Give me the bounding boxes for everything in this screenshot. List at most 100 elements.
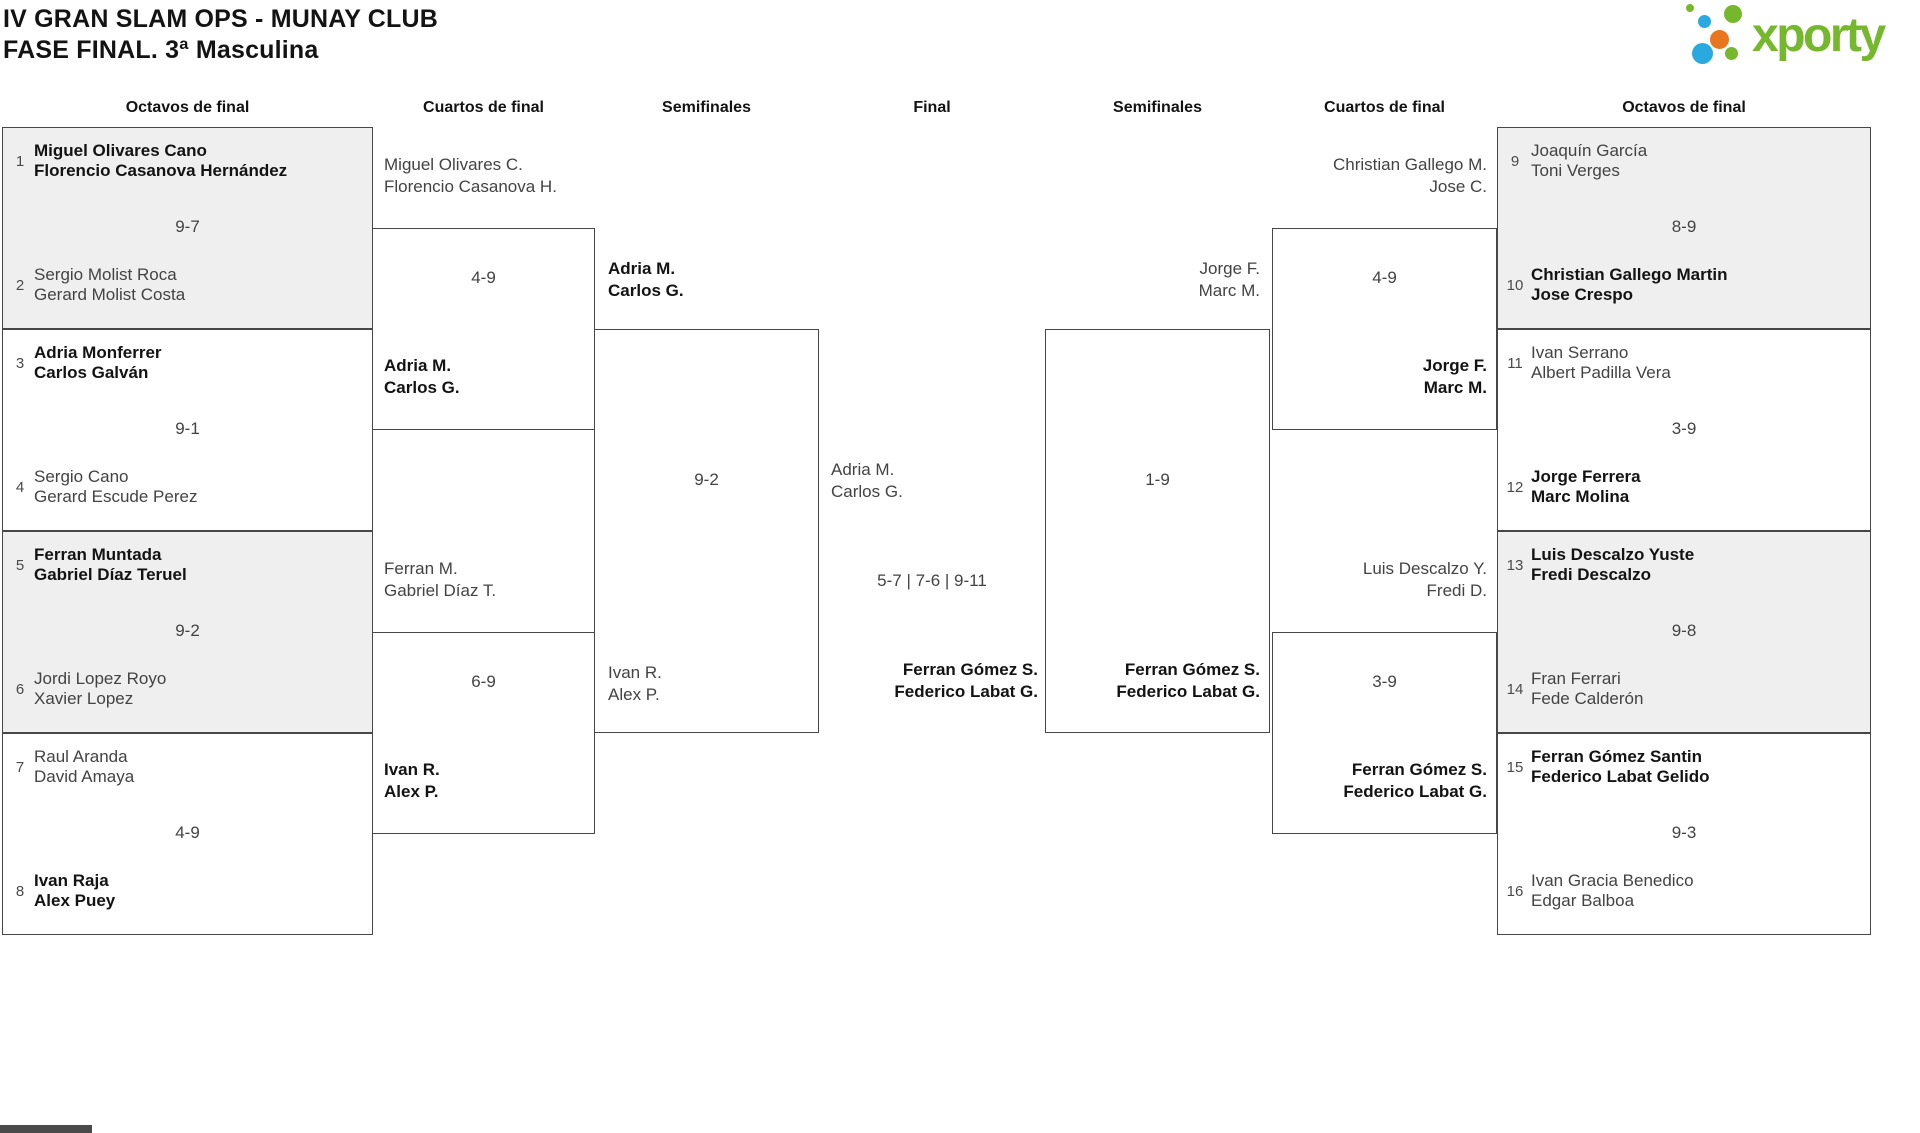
round-header: Octavos de final bbox=[125, 99, 250, 116]
match-box: 3 Adria Monferrer Carlos Galván 9-1 4 Se… bbox=[2, 329, 373, 531]
player-name: Luis Descalzo Y. bbox=[1362, 559, 1487, 578]
player-name: Toni Verges bbox=[1531, 160, 1620, 180]
player-name: Joaquín García bbox=[1531, 141, 1648, 160]
player-name: Ferran Muntada bbox=[34, 545, 162, 564]
team-label: Ferran Gómez S. Federico Labat G. bbox=[819, 659, 1038, 703]
seed-number: 11 bbox=[1507, 355, 1523, 372]
round-header: Semifinales bbox=[1113, 99, 1202, 116]
match-score: 6-9 bbox=[471, 672, 496, 691]
player-name: Jorge F. bbox=[1422, 356, 1487, 375]
team-names: Luis Descalzo Yuste Fredi Descalzo bbox=[1531, 545, 1694, 584]
team-label: Ivan R. Alex P. bbox=[608, 662, 662, 706]
player-name: Raul Aranda bbox=[34, 747, 128, 766]
player-name: Adria M. bbox=[384, 356, 452, 375]
match-score: 3-9 bbox=[1372, 672, 1397, 691]
player-name: Adria M. bbox=[831, 460, 895, 479]
team-label: Luis Descalzo Y. Fredi D. bbox=[1272, 558, 1487, 602]
team-names: Ferran Gómez Santin Federico Labat Gelid… bbox=[1531, 747, 1710, 786]
player-name: Ivan Serrano bbox=[1531, 343, 1629, 362]
match-box: 5 Ferran Muntada Gabriel Díaz Teruel 9-2… bbox=[2, 531, 373, 733]
logo-dot-icon bbox=[1686, 4, 1694, 12]
player-name: Ferran Gómez S. bbox=[902, 660, 1038, 679]
team-names: Miguel Olivares Cano Florencio Casanova … bbox=[34, 141, 287, 180]
tournament-name: IV GRAN SLAM OPS - MUNAY CLUB bbox=[3, 5, 438, 33]
team-label: Ferran Gómez S. Federico Labat G. bbox=[1272, 759, 1487, 803]
player-name: Sergio Cano bbox=[34, 467, 129, 486]
match-box: 11 Ivan Serrano Albert Padilla Vera 3-9 … bbox=[1497, 329, 1871, 531]
round-header: Final bbox=[913, 99, 951, 116]
team-label: Ferran Gómez S. Federico Labat G. bbox=[1045, 659, 1260, 703]
player-name: Jorge Ferrera bbox=[1531, 467, 1641, 486]
round-header: Semifinales bbox=[662, 99, 751, 116]
player-name: Gabriel Díaz Teruel bbox=[34, 564, 187, 584]
player-name: Gerard Escude Perez bbox=[34, 486, 198, 506]
bracket-connector bbox=[1045, 329, 1270, 733]
player-name: Fredi Descalzo bbox=[1531, 564, 1651, 584]
team-label: Jorge F. Marc M. bbox=[1272, 355, 1487, 399]
team-label: Adria M. Carlos G. bbox=[831, 459, 903, 503]
player-name: Alex P. bbox=[384, 782, 439, 801]
seed-number: 16 bbox=[1506, 883, 1524, 900]
team-names: Fran Ferrari Fede Calderón bbox=[1531, 669, 1643, 708]
team-label: Adria M. Carlos G. bbox=[608, 258, 684, 302]
team-label: Christian Gallego M. Jose C. bbox=[1272, 154, 1487, 198]
seed-number: 15 bbox=[1506, 759, 1524, 776]
player-name: Miguel Olivares C. bbox=[384, 155, 523, 174]
match-score: 4-9 bbox=[175, 823, 200, 842]
player-name: Jose C. bbox=[1429, 177, 1487, 196]
seed-number: 6 bbox=[15, 681, 25, 698]
logo-dot-icon bbox=[1725, 47, 1738, 60]
match-box: 13 Luis Descalzo Yuste Fredi Descalzo 9-… bbox=[1497, 531, 1871, 733]
player-name: Federico Labat G. bbox=[894, 682, 1038, 701]
player-name: Xavier Lopez bbox=[34, 688, 134, 708]
team-names: Jordi Lopez Royo Xavier Lopez bbox=[34, 669, 166, 708]
player-name: Jorge F. bbox=[1199, 259, 1260, 278]
player-name: Ivan Gracia Benedico bbox=[1531, 871, 1694, 890]
seed-number: 1 bbox=[15, 153, 25, 170]
team-names: Joaquín García Toni Verges bbox=[1531, 141, 1647, 180]
player-name: Fran Ferrari bbox=[1531, 669, 1621, 688]
player-name: Adria Monferrer bbox=[34, 343, 162, 362]
player-name: Christian Gallego Martin bbox=[1531, 265, 1728, 284]
player-name: Albert Padilla Vera bbox=[1531, 362, 1671, 382]
team-names: Sergio Cano Gerard Escude Perez bbox=[34, 467, 197, 506]
bracket-connector bbox=[1272, 632, 1497, 834]
seed-number: 12 bbox=[1506, 479, 1524, 496]
match-score: 9-2 bbox=[694, 470, 719, 489]
logo-dot-icon bbox=[1710, 30, 1729, 49]
player-name: Federico Labat Gelido bbox=[1531, 766, 1710, 786]
player-name: Fredi D. bbox=[1426, 581, 1487, 600]
bracket-connector bbox=[594, 329, 819, 733]
logo-wordmark: xporty bbox=[1752, 9, 1886, 62]
match-score: 5-7 | 7-6 | 9-11 bbox=[877, 571, 987, 590]
player-name: Fede Calderón bbox=[1531, 688, 1644, 708]
player-name: Carlos G. bbox=[608, 281, 684, 300]
seed-number: 13 bbox=[1506, 557, 1524, 574]
seed-number: 9 bbox=[1510, 153, 1520, 170]
seed-number: 3 bbox=[15, 355, 25, 372]
team-names: Adria Monferrer Carlos Galván bbox=[34, 343, 162, 382]
player-name: Ferran M. bbox=[384, 559, 458, 578]
team-names: Jorge Ferrera Marc Molina bbox=[1531, 467, 1641, 506]
round-header: Cuartos de final bbox=[1324, 99, 1445, 116]
player-name: Ferran Gómez Santin bbox=[1531, 747, 1702, 766]
team-label: Adria M. Carlos G. bbox=[384, 355, 460, 399]
player-name: Gerard Molist Costa bbox=[34, 284, 186, 304]
team-names: Raul Aranda David Amaya bbox=[34, 747, 134, 786]
seed-number: 5 bbox=[15, 557, 25, 574]
player-name: Carlos Galván bbox=[34, 362, 149, 382]
logo-dot-icon bbox=[1692, 43, 1713, 64]
team-label: Miguel Olivares C. Florencio Casanova H. bbox=[384, 154, 557, 198]
player-name: Jordi Lopez Royo bbox=[34, 669, 167, 688]
player-name: Carlos G. bbox=[831, 482, 903, 501]
match-box: 9 Joaquín García Toni Verges 8-9 10 Chri… bbox=[1497, 127, 1871, 329]
seed-number: 4 bbox=[15, 479, 25, 496]
player-name: Ferran Gómez S. bbox=[1124, 660, 1260, 679]
page-title: IV GRAN SLAM OPS - MUNAY CLUB FASE FINAL… bbox=[3, 4, 438, 66]
team-names: Ivan Serrano Albert Padilla Vera bbox=[1531, 343, 1671, 382]
player-name: Marc M. bbox=[1198, 281, 1260, 300]
player-name: Florencio Casanova H. bbox=[384, 177, 557, 196]
player-name: Florencio Casanova Hernández bbox=[34, 160, 288, 180]
match-score: 9-3 bbox=[1671, 823, 1697, 842]
team-names: Ivan Raja Alex Puey bbox=[34, 871, 115, 910]
